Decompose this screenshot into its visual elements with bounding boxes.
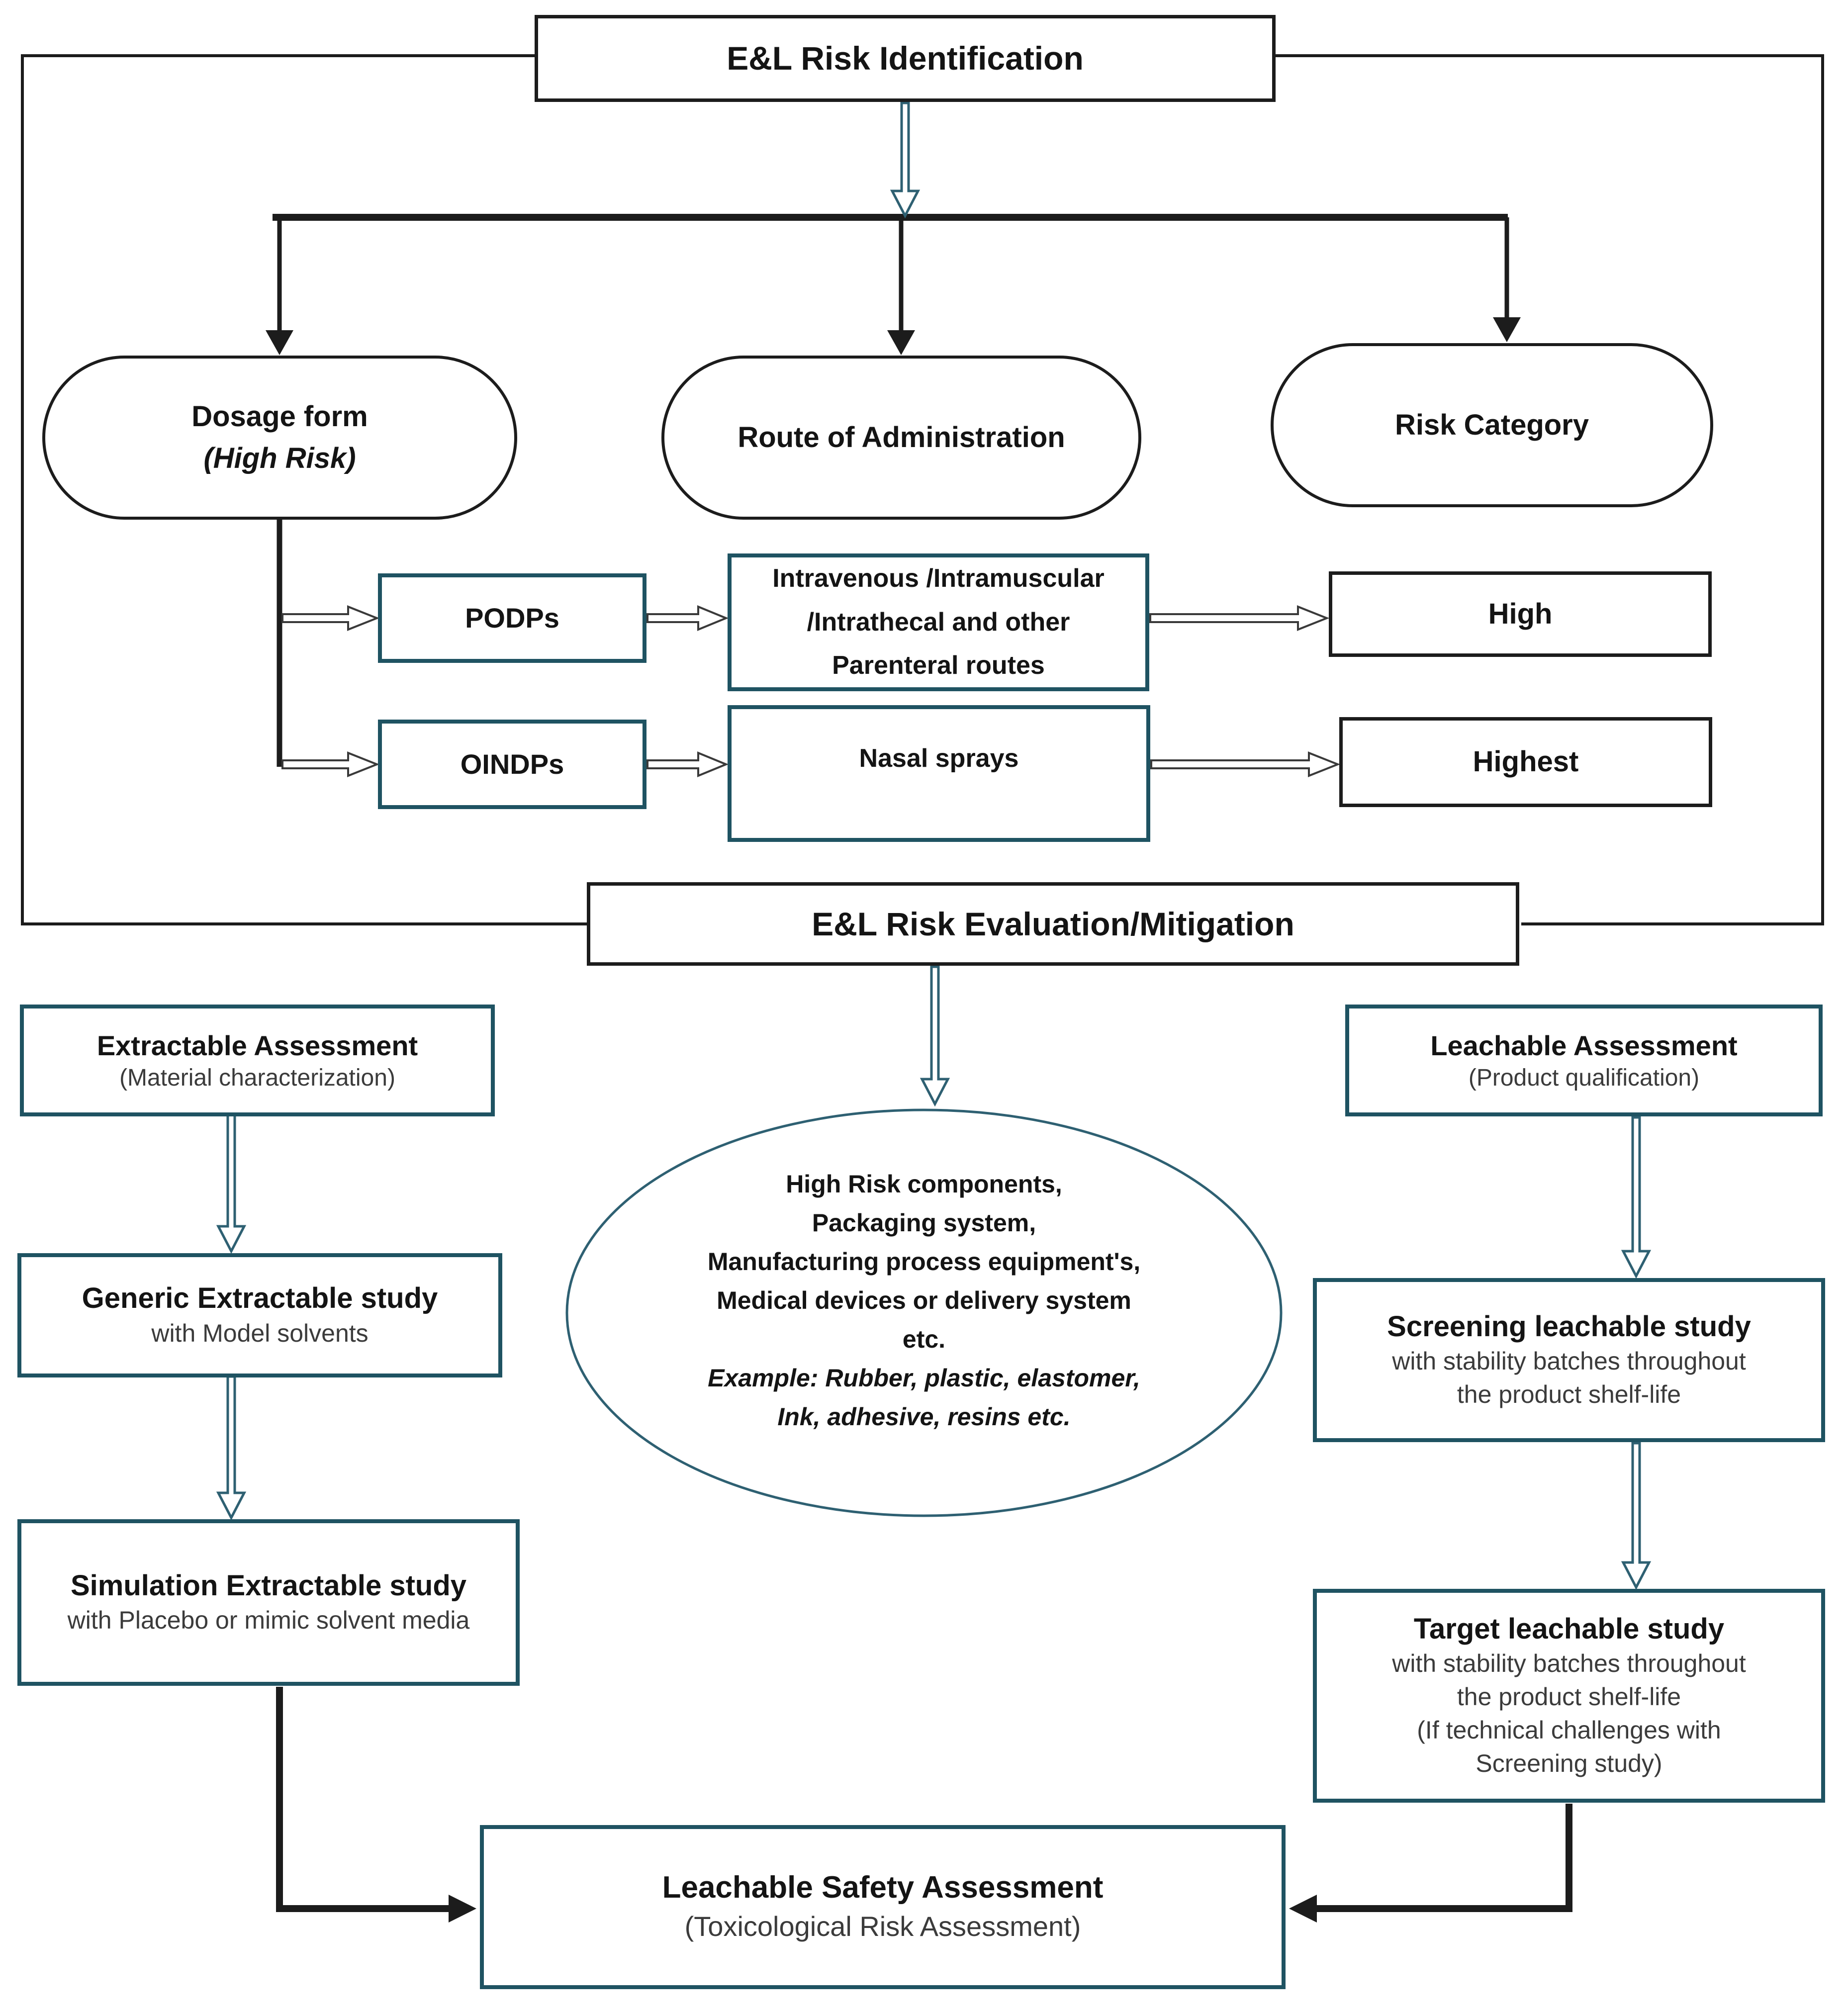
node-leachable-safety-assessment: Leachable Safety Assessment (Toxicologic…	[480, 1825, 1286, 1989]
node-label: PODPs	[465, 602, 559, 634]
node-label: Risk Category	[1394, 408, 1589, 441]
node-line-1: Intravenous /Intramuscular	[772, 564, 1105, 593]
node-label: Leachable Safety Assessment	[662, 1870, 1104, 1905]
node-label: Simulation Extractable study	[70, 1569, 467, 1602]
node-label: Screening leachable study	[1387, 1310, 1751, 1343]
node-label: Extractable Assessment	[96, 1029, 418, 1061]
node-oindps: OINDPs	[378, 720, 646, 809]
arrow-to-dosage-head	[266, 330, 293, 355]
node-risk-identification: E&L Risk Identification	[535, 15, 1276, 102]
node-line-3: Manufacturing process equipment's,	[707, 1248, 1141, 1276]
arrow-simulation-to-safety-head	[449, 1895, 476, 1923]
arrow-extract-to-generic	[216, 1113, 247, 1254]
node-label: Highest	[1473, 745, 1579, 778]
node-subline-3: (If technical challenges with	[1417, 1716, 1721, 1744]
node-risk-evaluation: E&L Risk Evaluation/Mitigation	[587, 882, 1519, 966]
node-line-5: etc.	[902, 1325, 946, 1353]
node-sublabel: (Toxicological Risk Assessment)	[684, 1910, 1081, 1942]
node-label: Target leachable study	[1413, 1612, 1725, 1645]
node-nasal-sprays: Nasal sprays	[728, 705, 1150, 842]
node-line-3: Parenteral routes	[832, 651, 1045, 680]
frame-right-line	[1276, 54, 1824, 925]
node-sublabel: (Product qualification)	[1468, 1064, 1700, 1091]
arrow-target-to-safety-line	[1317, 1804, 1572, 1912]
node-label: Nasal sprays	[859, 744, 1019, 773]
arrow-simulation-to-safety-line	[276, 1687, 449, 1912]
node-parenteral-routes: Intravenous /Intramuscular /Intrathecal …	[728, 553, 1149, 691]
node-subline-1: with stability batches throughout	[1392, 1347, 1746, 1375]
node-label: OINDPs	[460, 748, 564, 780]
frame-left-line	[21, 54, 589, 925]
arrow-leach-to-screening	[1621, 1116, 1652, 1279]
node-screening-leachable-study: Screening leachable study with stability…	[1313, 1278, 1825, 1442]
node-leachable-assessment: Leachable Assessment (Product qualificat…	[1345, 1005, 1823, 1116]
arrow-riskid-to-branch	[890, 101, 921, 219]
arrow-screening-to-target	[1621, 1442, 1652, 1590]
node-sublabel: with Model solvents	[151, 1319, 369, 1347]
node-sublabel: with Placebo or mimic solvent media	[67, 1606, 470, 1635]
arrow-eval-to-components	[920, 965, 950, 1107]
node-line-4: Medical devices or delivery system	[717, 1286, 1131, 1314]
components-ellipse	[565, 1108, 1283, 1517]
node-high-risk-components: High Risk components, Packaging system, …	[566, 1165, 1282, 1436]
node-target-leachable-study: Target leachable study with stability ba…	[1313, 1589, 1825, 1803]
node-subline-2: the product shelf-life	[1457, 1380, 1681, 1409]
node-route-of-administration: Route of Administration	[661, 356, 1141, 520]
arrow-dosage-to-podps	[281, 605, 380, 631]
arrow-target-to-safety-head	[1289, 1895, 1317, 1923]
node-high: High	[1329, 571, 1712, 657]
node-example-line-2: Ink, adhesive, resins etc.	[777, 1403, 1071, 1431]
node-example-line-1: Example: Rubber, plastic, elastomer,	[708, 1364, 1140, 1392]
node-label: Route of Administration	[738, 421, 1065, 454]
node-line-1: High Risk components,	[786, 1170, 1062, 1198]
node-sublabel: (Material characterization)	[119, 1064, 395, 1091]
node-extractable-assessment: Extractable Assessment (Material charact…	[20, 1005, 495, 1116]
arrow-to-route-head	[887, 330, 915, 355]
arrow-parenteral-to-high	[1149, 605, 1330, 631]
node-risk-category: Risk Category	[1271, 343, 1713, 507]
node-line-2: /Intrathecal and other	[807, 607, 1070, 637]
node-label: High	[1488, 597, 1553, 630]
node-simulation-extractable-study: Simulation Extractable study with Placeb…	[17, 1519, 520, 1686]
arrow-nasal-to-highest	[1150, 751, 1341, 777]
node-subline-1: with stability batches throughout	[1392, 1649, 1746, 1678]
node-subline-4: Screening study)	[1476, 1749, 1662, 1778]
arrow-to-riskcat-head	[1493, 317, 1521, 342]
node-label: Leachable Assessment	[1430, 1029, 1738, 1061]
node-dosage-form: Dosage form (High Risk)	[42, 356, 517, 520]
arrow-podps-to-parenteral	[646, 605, 729, 631]
node-podps: PODPs	[378, 573, 646, 663]
node-label: E&L Risk Identification	[727, 40, 1084, 77]
arrow-generic-to-simulation	[216, 1375, 247, 1521]
node-line-2: Packaging system,	[812, 1209, 1036, 1237]
node-label: Generic Extractable study	[82, 1282, 438, 1315]
node-label: E&L Risk Evaluation/Mitigation	[812, 905, 1294, 942]
arrow-oindps-to-nasal	[646, 751, 729, 777]
node-sublabel: (High Risk)	[203, 442, 356, 474]
node-highest: Highest	[1339, 717, 1712, 807]
arrow-dosage-to-oindps	[281, 751, 380, 777]
node-label: Dosage form	[191, 400, 368, 433]
node-generic-extractable-study: Generic Extractable study with Model sol…	[17, 1253, 502, 1377]
node-subline-2: the product shelf-life	[1457, 1683, 1681, 1711]
